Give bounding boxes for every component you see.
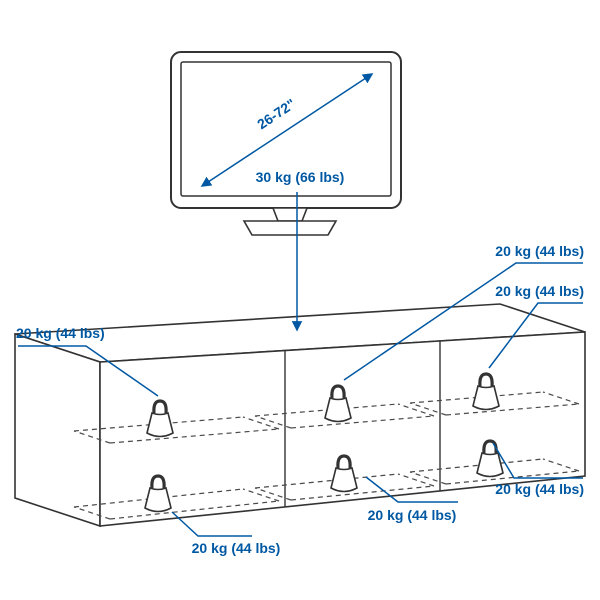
leader-left-upper — [18, 345, 159, 397]
tv-stand — [242, 207, 338, 236]
left-compartment-shelf-dashed — [73, 416, 280, 520]
bench-door-dividers — [284, 341, 441, 507]
tv — [170, 51, 402, 236]
leader-middle-upper — [343, 262, 583, 381]
capacity-label-middle-lower: 20 kg (44 lbs) — [368, 507, 457, 523]
capacity-label-right-lower: 20 kg (44 lbs) — [495, 481, 584, 497]
capacity-label-left-upper: 20 kg (44 lbs) — [16, 325, 105, 341]
right-compartment-shelf-dashed — [409, 391, 580, 485]
capacity-label-middle-upper: 20 kg (44 lbs) — [495, 243, 584, 259]
leader-right-upper — [488, 302, 583, 369]
capacity-label-right-upper: 20 kg (44 lbs) — [495, 283, 584, 299]
leader-middle-lower — [365, 476, 458, 503]
top-capacity-label: 30 kg (66 lbs) — [256, 169, 345, 185]
capacity-label-left-lower: 20 kg (44 lbs) — [192, 540, 281, 556]
leader-right-lower — [492, 442, 583, 479]
middle-compartment-shelf-dashed — [254, 403, 435, 501]
tv-diagonal-size-arrow — [200, 73, 374, 187]
tv-bench — [14, 303, 586, 528]
leader-left-lower — [171, 511, 252, 537]
bench-front-face — [99, 331, 586, 527]
